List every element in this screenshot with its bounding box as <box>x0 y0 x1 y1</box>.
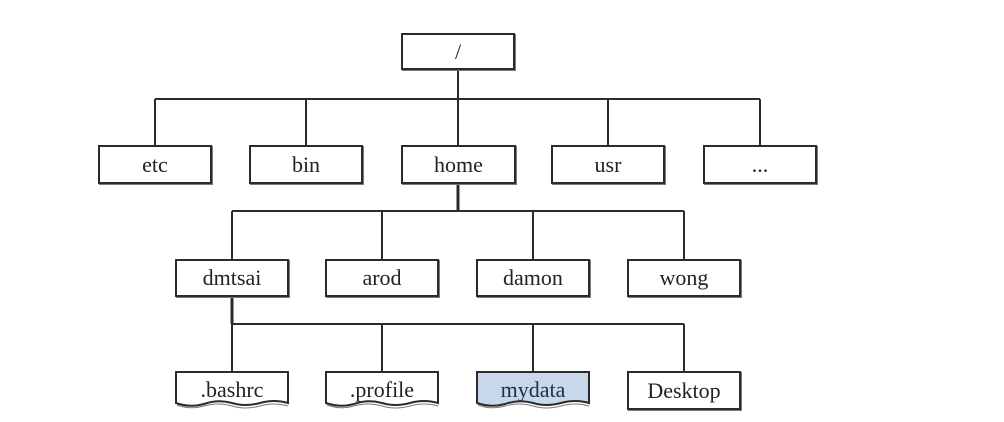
node-wong[interactable]: wong <box>627 259 741 297</box>
document-shape-icon <box>476 371 590 409</box>
node-more[interactable]: ... <box>703 145 817 184</box>
node-bin[interactable]: bin <box>249 145 363 184</box>
file-profile[interactable]: .profile <box>325 371 439 411</box>
node-usr-label: usr <box>594 151 622 177</box>
node-damon[interactable]: damon <box>476 259 590 297</box>
node-home-label: home <box>434 151 483 177</box>
node-usr[interactable]: usr <box>551 145 665 184</box>
root-directory-node[interactable]: / <box>401 33 515 70</box>
node-dmtsai[interactable]: dmtsai <box>175 259 289 297</box>
document-shape-icon <box>175 371 289 409</box>
node-home[interactable]: home <box>401 145 516 184</box>
node-etc-label: etc <box>142 151 168 177</box>
file-mydata-label: mydata <box>500 377 566 402</box>
file-profile-label: .profile <box>349 377 415 402</box>
node-etc[interactable]: etc <box>98 145 212 184</box>
file-mydata[interactable]: mydata <box>476 371 590 411</box>
node-damon-label: damon <box>503 265 563 290</box>
folder-desktop-label: Desktop <box>647 377 721 403</box>
node-arod-label: arod <box>362 265 402 290</box>
node-arod[interactable]: arod <box>325 259 439 297</box>
node-bin-label: bin <box>291 151 321 177</box>
node-wong-label: wong <box>659 265 709 290</box>
root-directory-label: / <box>454 38 462 64</box>
file-bashrc[interactable]: .bashrc <box>175 371 289 411</box>
node-more-label: ... <box>751 151 769 177</box>
document-shape-icon <box>325 371 439 409</box>
folder-desktop[interactable]: Desktop <box>627 371 741 410</box>
node-dmtsai-label: dmtsai <box>202 265 262 290</box>
file-bashrc-label: .bashrc <box>200 377 264 402</box>
